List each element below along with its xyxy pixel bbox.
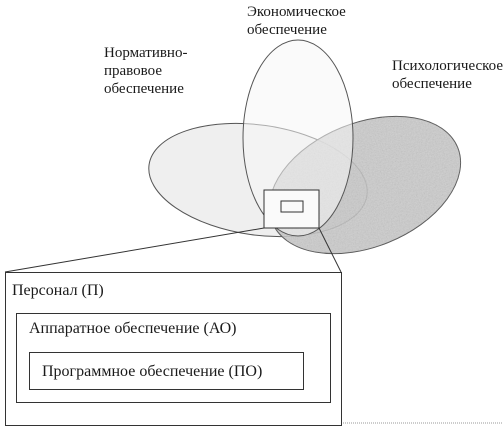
- software-label: Программное обеспечение (ПО): [42, 363, 263, 380]
- label-economic: Экономическое обеспечение: [247, 4, 346, 38]
- economic-ellipse: [242, 39, 354, 237]
- zoom-line-right: [318, 227, 342, 273]
- label-legal: Нормативно- правовое обеспечение: [104, 45, 188, 97]
- hardware-box: Аппаратное обеспечение (АО) Программное …: [16, 313, 331, 403]
- software-box: Программное обеспечение (ПО): [29, 352, 304, 390]
- personnel-label: Персонал (П): [12, 282, 104, 299]
- label-psych: Психологическое обеспечение: [392, 58, 503, 92]
- hardware-label: Аппаратное обеспечение (АО): [29, 320, 237, 337]
- center-inner-rect: [280, 200, 304, 213]
- zoom-line-left: [4, 227, 265, 273]
- personnel-box: Персонал (П) Аппаратное обеспечение (АО)…: [5, 272, 342, 426]
